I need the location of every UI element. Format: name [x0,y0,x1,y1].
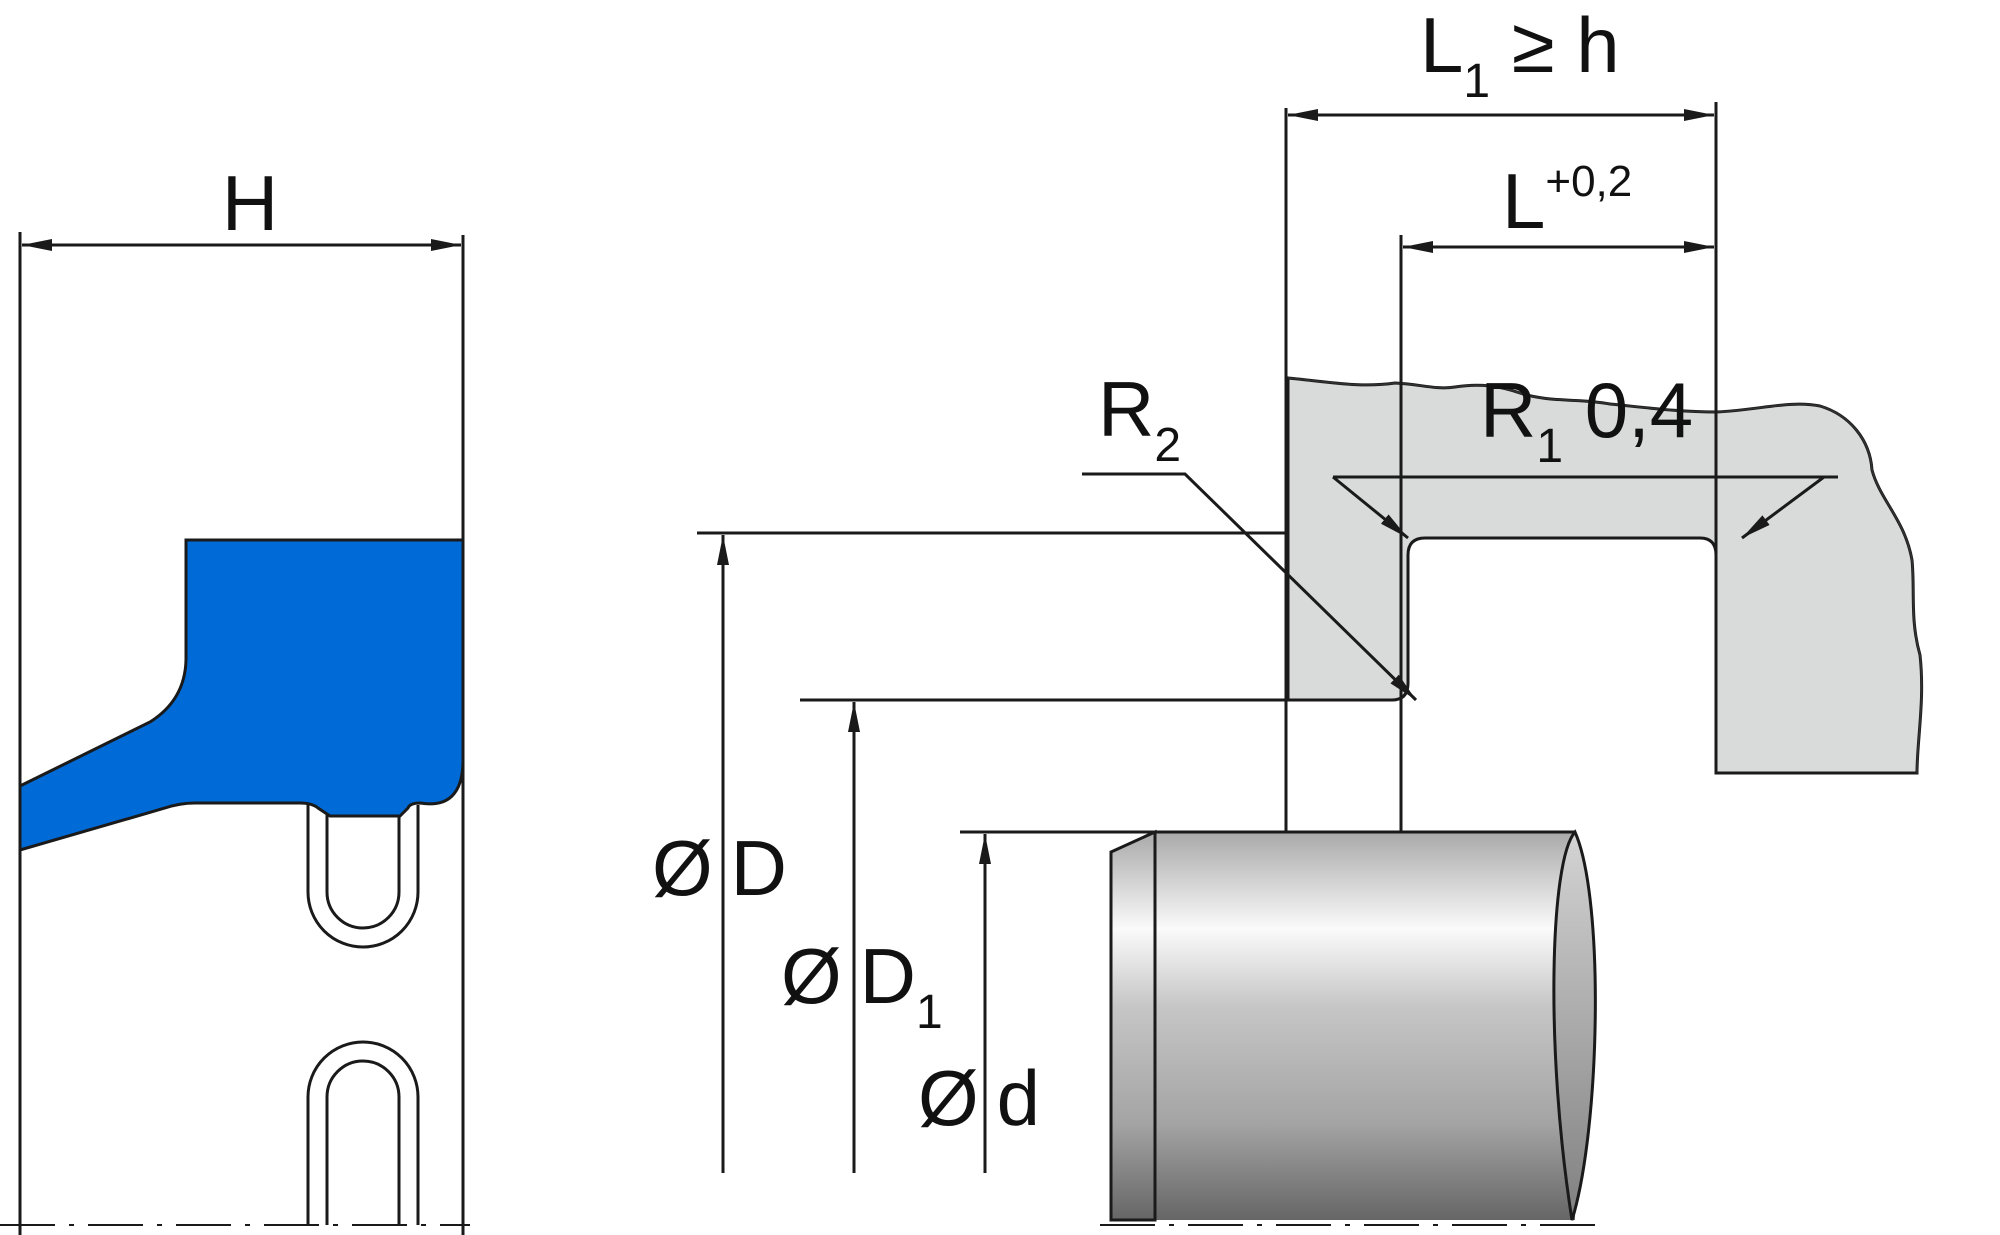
spring-clip-upper-outer [306,804,420,949]
rod [1109,829,1597,1222]
rod-chamfer [1109,829,1157,1222]
r1-arrow-right [1741,475,1825,540]
spring-clip-lower-outer [306,1040,420,1225]
label-r1: R1 0,4 [1480,366,1693,473]
label-h: H [222,159,278,247]
rod-end-face [1552,829,1597,1221]
housing-break-line [1287,377,1923,774]
spring-clip-lower-inner [325,1059,401,1225]
seal-profile [18,538,465,852]
r2-leader-line [1082,472,1418,702]
spring-clip-upper-inner [325,815,401,930]
seal-view: H [0,159,470,1235]
label-r2: R2 [1098,365,1181,472]
label-l: L+0,2 [1502,157,1632,245]
rod-body [1155,832,1575,1220]
r1-arrow-left [1332,475,1409,540]
label-l1: L1 ≥ h [1420,1,1620,108]
